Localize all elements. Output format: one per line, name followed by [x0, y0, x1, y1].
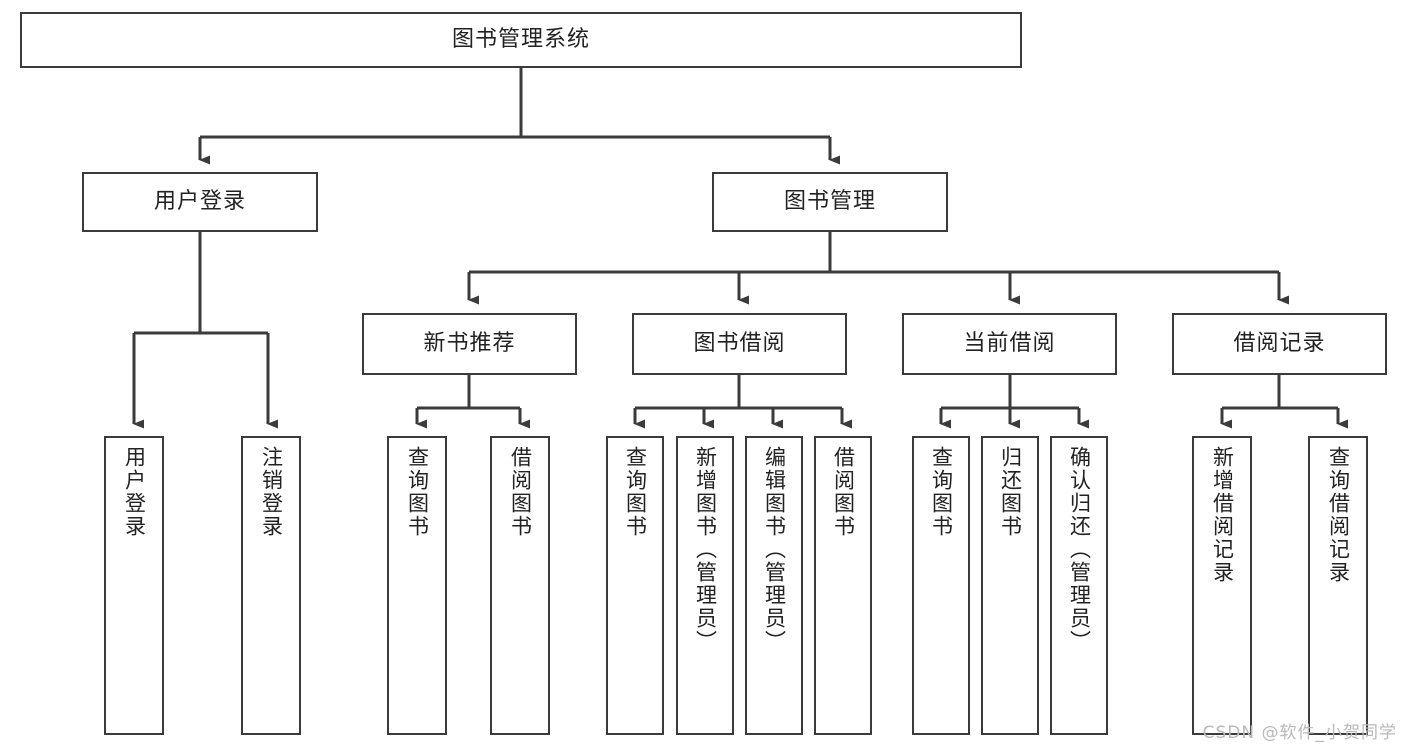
- node-user-login[interactable]: 用户登录: [82, 172, 318, 232]
- node-label: 图书借阅: [693, 330, 786, 356]
- leaf-user-login-login[interactable]: 用户登录: [104, 436, 164, 735]
- leaf-book-borrow-query[interactable]: 查询图书: [606, 436, 664, 735]
- node-label: 借阅图书: [508, 446, 533, 538]
- leaf-book-borrow-edit[interactable]: 编辑图书（管理员）: [745, 436, 803, 735]
- node-label: 编辑图书（管理员）: [762, 446, 787, 653]
- node-label: 用户登录: [122, 446, 147, 538]
- node-current-borrow[interactable]: 当前借阅: [902, 313, 1117, 375]
- node-label: 图书管理: [783, 188, 876, 214]
- node-borrow-record[interactable]: 借阅记录: [1172, 313, 1387, 375]
- node-label: 新增图书（管理员）: [693, 446, 718, 653]
- node-label: 查询图书: [623, 446, 648, 538]
- leaf-book-borrow-borrow[interactable]: 借阅图书: [814, 436, 872, 735]
- node-book-borrow[interactable]: 图书借阅: [632, 313, 847, 375]
- node-label: 查询借阅记录: [1326, 446, 1351, 584]
- leaf-current-borrow-return[interactable]: 归还图书: [981, 436, 1039, 735]
- node-label: 确认归还（管理员）: [1067, 446, 1092, 653]
- node-label: 注销登录: [259, 446, 284, 538]
- node-label: 借阅图书: [831, 446, 856, 538]
- leaf-current-borrow-confirm-return[interactable]: 确认归还（管理员）: [1050, 436, 1108, 735]
- node-label: 新书推荐: [423, 330, 516, 356]
- node-label: 借阅记录: [1233, 330, 1326, 356]
- node-label: 归还图书: [998, 446, 1023, 538]
- node-label: 用户登录: [153, 188, 246, 214]
- node-label: 图书管理系统: [451, 26, 590, 52]
- leaf-new-book-borrow[interactable]: 借阅图书: [490, 436, 550, 735]
- node-label: 查询图书: [929, 446, 954, 538]
- leaf-borrow-record-add[interactable]: 新增借阅记录: [1192, 436, 1252, 735]
- leaf-book-borrow-add[interactable]: 新增图书（管理员）: [676, 436, 734, 735]
- node-label: 新增借阅记录: [1210, 446, 1235, 584]
- node-root-book-management-system[interactable]: 图书管理系统: [20, 12, 1022, 68]
- node-label: 当前借阅: [963, 330, 1056, 356]
- node-book-management[interactable]: 图书管理: [712, 172, 948, 232]
- leaf-current-borrow-query[interactable]: 查询图书: [912, 436, 970, 735]
- node-new-book-recommend[interactable]: 新书推荐: [362, 313, 577, 375]
- node-label: 查询图书: [405, 446, 430, 538]
- leaf-user-login-logout[interactable]: 注销登录: [241, 436, 301, 735]
- leaf-borrow-record-query[interactable]: 查询借阅记录: [1308, 436, 1368, 735]
- leaf-new-book-query[interactable]: 查询图书: [387, 436, 447, 735]
